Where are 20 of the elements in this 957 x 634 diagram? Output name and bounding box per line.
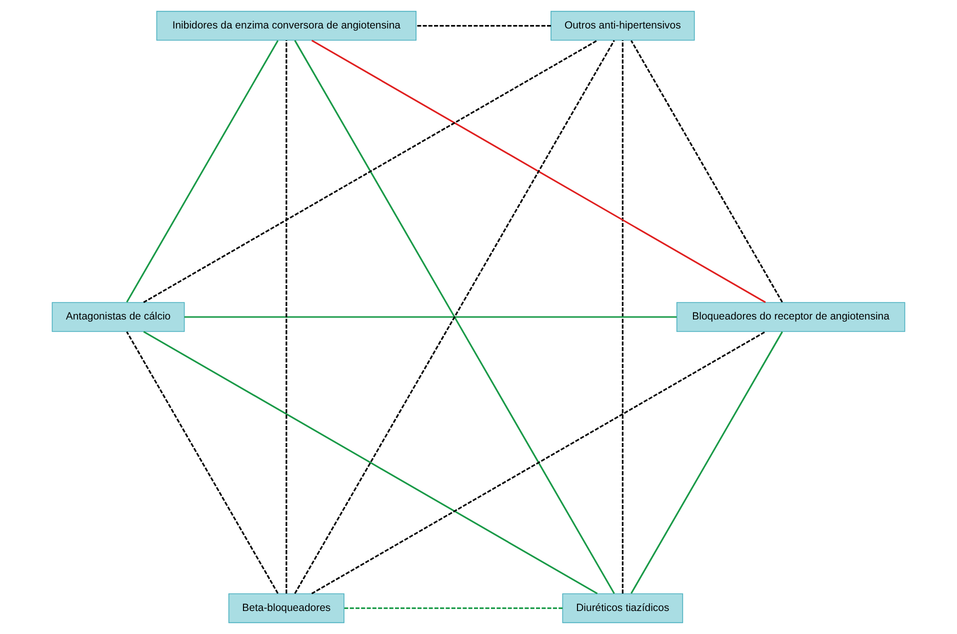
connector — [143, 40, 598, 304]
node-box: Beta-bloqueadores — [228, 593, 344, 624]
connector — [286, 40, 288, 594]
connector — [344, 607, 563, 610]
connector — [311, 330, 766, 594]
connector — [184, 316, 677, 318]
node-box: Antagonistas de cálcio — [52, 302, 185, 332]
connector — [630, 331, 783, 594]
connector — [416, 24, 551, 27]
connector — [311, 40, 766, 304]
node-box: Diuréticos tiazídicos — [562, 593, 684, 624]
connector — [143, 330, 598, 594]
node-box: Outros anti-hipertensivos — [550, 10, 695, 41]
node-box: Bloqueadores do receptor de angiotensina — [676, 302, 906, 332]
connector — [126, 40, 279, 303]
node-box: Inibidores da enzima conversora de angiotensina — [156, 10, 416, 41]
connector — [294, 40, 615, 594]
connector — [622, 40, 624, 594]
connector — [126, 331, 279, 594]
connector — [630, 40, 783, 303]
